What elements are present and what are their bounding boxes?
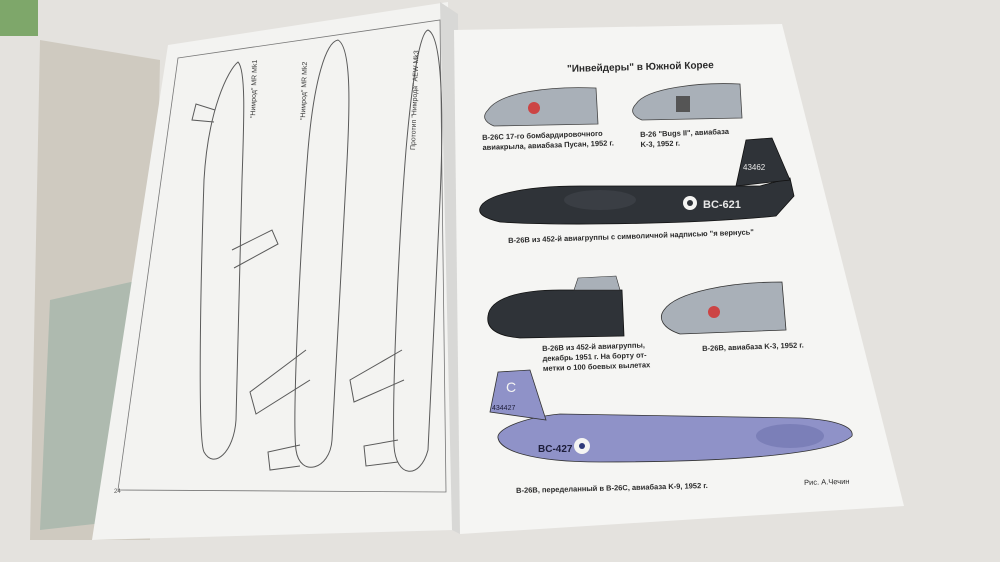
illustration-credit: Рис. А.Чечин <box>804 476 850 487</box>
aircraft-profile-blue-bomber <box>489 369 853 463</box>
page-number: 24 <box>114 489 121 495</box>
dark-bomber-code: BC-621 <box>703 199 741 211</box>
blue-bomber-code: BC-427 <box>538 444 573 455</box>
right-page <box>454 24 904 534</box>
nimrod-profile-mk1 <box>191 61 279 460</box>
left-page <box>92 2 454 540</box>
aircraft-profile-452nd-nose <box>487 275 625 339</box>
blue-bomber-tail-letter: C <box>506 379 516 395</box>
book-gutter <box>440 2 460 534</box>
drawing-frame <box>117 19 447 493</box>
nose-art-icon <box>708 306 720 318</box>
aircraft-profile-k3-nose <box>661 281 787 335</box>
aircraft-profile-b26c-nose <box>484 87 599 127</box>
dark-bomber-tail-number: 43462 <box>743 163 766 172</box>
nose-art-icon <box>528 102 540 114</box>
caption-452nd-december: B-26B из 452-й авиагруппы, декабрь 1951 … <box>542 340 650 374</box>
aircraft-profile-bugs-ii-nose <box>632 83 743 121</box>
caption-bugs-ii: B-26 "Bugs II", авиабаза K-3, 1952 г. <box>640 127 730 150</box>
blue-bomber-tail-number: 434427 <box>492 405 515 412</box>
nimrod-profile-mk2 <box>249 39 350 471</box>
nimrod-profile-aew3 <box>349 29 443 472</box>
corner-object <box>0 0 38 36</box>
aircraft-profile-dark-bomber <box>479 137 795 225</box>
